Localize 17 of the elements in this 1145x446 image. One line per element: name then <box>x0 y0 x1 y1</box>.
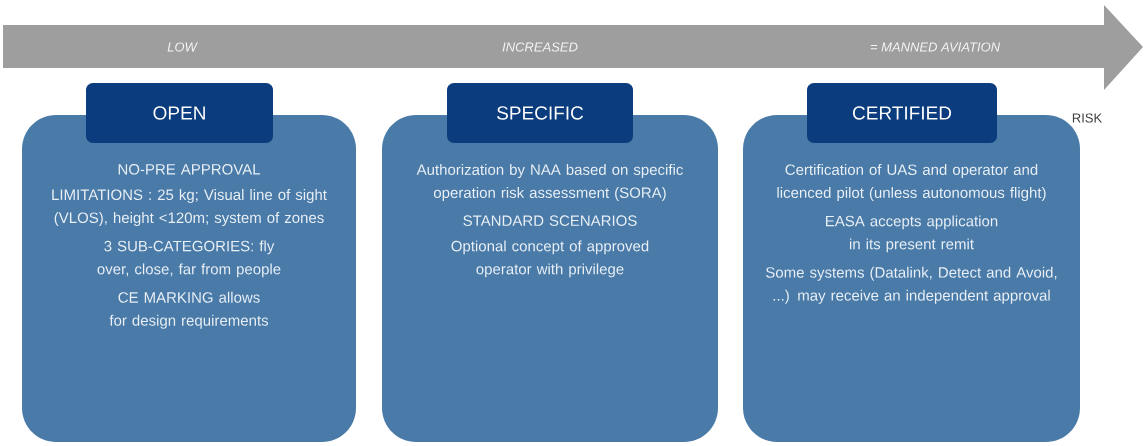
axis-label: RISK <box>1072 113 1103 123</box>
category-tab: CERTIFIED <box>807 83 997 143</box>
scale-label: LOW <box>167 42 198 52</box>
panel-text: STANDARD SCENARIOS <box>463 215 637 226</box>
scale-label: INCREASED <box>502 42 578 52</box>
panel-text: NO-PRE APPROVAL <box>118 164 261 175</box>
scale-label: = MANNED AVIATION <box>870 42 1001 52</box>
panel-text: Optional concept of approved operator with privilege <box>451 240 649 278</box>
category-tab: SPECIFIC <box>447 83 633 143</box>
panel-text: LIMITATIONS : 25 kg; Visual line of sight (VLOS), height <120m; system of zones <box>52 189 327 226</box>
panel-text: CE MARKING allows for design requirements <box>109 291 269 329</box>
panel-text: Some systems (Datalink, Detect and Avoid, ...) may receive an independent approval <box>766 266 1057 304</box>
panel-text: Certification of UAS and operator and licenced pilot (unless autonomous flight) <box>777 164 1046 201</box>
panel-text: Authorization by NAA based on specific operation risk assessment (SORA) <box>416 164 683 201</box>
category-tab: OPEN <box>86 83 273 143</box>
panel-text: EASA accepts application in its present remit <box>826 215 998 253</box>
panel-text: 3 SUB-CATEGORIES: fly over, close, far from people <box>97 240 281 278</box>
